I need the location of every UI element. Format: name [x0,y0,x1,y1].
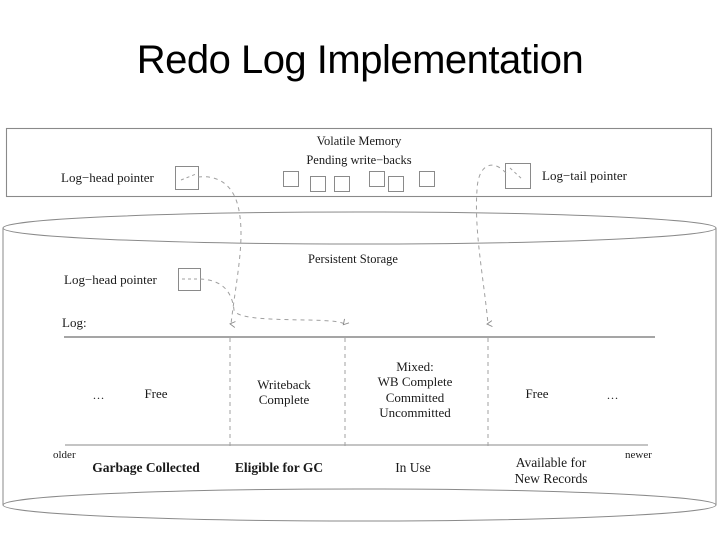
pending-writeback-square [419,171,435,187]
ellipsis-right: … [606,388,620,402]
ellipsis-left: … [92,388,106,402]
pending-writeback-square [334,176,350,192]
segment-bottom-available-for-new-records: Available for New Records [514,455,587,487]
pointer-curve-persistent-head [199,278,344,324]
log-label: Log: [62,315,87,330]
persistent-storage-label: Persistent Storage [308,252,398,266]
segment-bottom-line: New Records [514,470,588,486]
diagram-vectors [2,127,717,522]
segment-state-writeback-complete: Writeback Complete [257,377,311,408]
cylinder-bottom-ellipse [2,488,717,522]
pointer-box-stub [509,167,524,181]
volatile-memory-box [5,127,713,198]
pointer-curve-volatile-head [197,176,242,324]
pending-writeback-squares [283,171,435,192]
log-head-pointer-box-volatile [175,166,199,190]
cylinder-top-ellipse [2,211,717,245]
segment-bottom-garbage-collected: Garbage Collected [92,460,200,475]
pending-writebacks-label: Pending write−backs [306,153,412,167]
log-head-pointer-label-volatile: Log−head pointer [61,170,154,185]
segment-bottom-eligible-for-gc: Eligible for GC [234,460,324,475]
segment-state-mixed: Mixed: WB Complete Committed Uncommitted [378,359,453,420]
pending-writeback-square [388,176,404,192]
pending-writeback-square [310,176,326,192]
segment-state-free-right: Free [525,386,549,401]
log-head-pointer-label-persistent: Log−head pointer [64,272,157,287]
redo-log-diagram: Volatile Memory Log−head pointer Pending… [0,120,720,540]
volatile-memory-label: Volatile Memory [316,134,402,148]
segment-state-free-left: Free [144,386,168,401]
pointer-curve-volatile-tail [475,164,507,324]
older-label: older [53,449,76,461]
newer-label: newer [625,449,652,461]
segment-state-line: Writeback [257,377,311,392]
segment-bottom-line: Available for [515,455,587,470]
segment-bottom-in-use: In Use [395,460,431,475]
segment-state-line: WB Complete [377,374,453,390]
pending-writeback-square [369,171,385,187]
segment-state-line: Mixed: [396,359,434,374]
segment-state-line: Committed [385,389,445,405]
segment-state-line: Complete [258,392,310,408]
pointer-box-stub [180,173,197,181]
segment-dividers [229,338,489,446]
segment-state-line: Uncommitted [379,404,451,420]
log-tail-pointer-label-volatile: Log−tail pointer [542,168,627,183]
page-title: Redo Log Implementation [136,38,584,82]
pending-writeback-square [283,171,299,187]
log-tail-pointer-box-volatile [505,163,531,189]
